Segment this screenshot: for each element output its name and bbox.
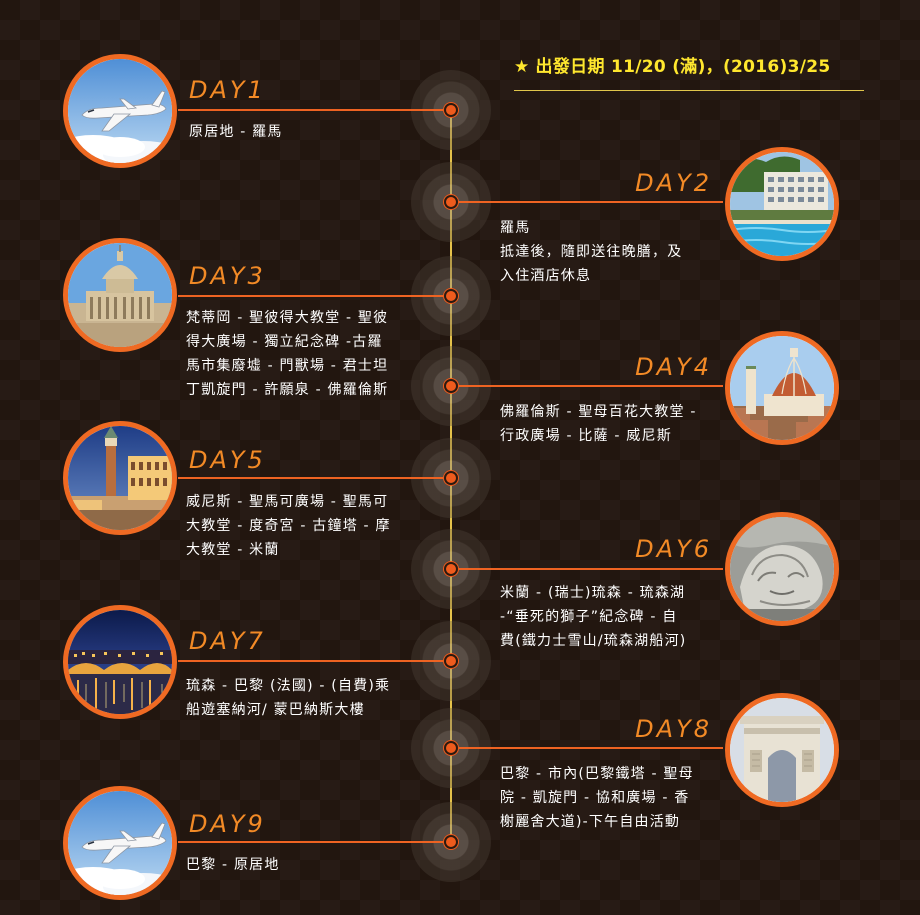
day-description: 羅馬 抵達後，隨即送往晚膳，及 入住酒店休息 xyxy=(500,220,683,284)
connector-day1 xyxy=(178,109,451,111)
day-description: 佛羅倫斯 - 聖母百花大教堂 - 行政廣場 - 比薩 - 威尼斯 xyxy=(500,404,697,444)
day-label: DAY2 xyxy=(635,169,712,197)
timeline-dot-day6 xyxy=(444,562,458,576)
lion-monument-photo xyxy=(725,512,839,626)
airplane-photo xyxy=(63,54,177,168)
timeline-dot-day9 xyxy=(444,835,458,849)
day-label: DAY5 xyxy=(189,446,266,474)
st-peters-basilica-photo xyxy=(63,238,177,352)
day-description: 巴黎 - 原居地 xyxy=(186,857,280,873)
arc-de-triomphe-photo xyxy=(725,693,839,807)
connector-day4 xyxy=(451,385,723,387)
day-description: 原居地 - 羅馬 xyxy=(189,124,283,140)
timeline-dot-day5 xyxy=(444,471,458,485)
venice-st-marks-photo xyxy=(63,421,177,535)
connector-day5 xyxy=(178,477,451,479)
connector-day9 xyxy=(178,841,451,843)
day-label: DAY4 xyxy=(635,353,712,381)
day-label: DAY9 xyxy=(189,810,266,838)
day-label: DAY8 xyxy=(635,715,712,743)
timeline-dot-day7 xyxy=(444,654,458,668)
departure-dates-header: ★出發日期 11/20 (滿)，(2016)3/25 xyxy=(514,52,864,90)
day-label: DAY3 xyxy=(189,262,266,290)
florence-duomo-photo xyxy=(725,331,839,445)
day-label: DAY7 xyxy=(189,627,266,655)
star-icon: ★ xyxy=(514,57,530,77)
connector-day7 xyxy=(178,660,451,662)
timeline-dot-day2 xyxy=(444,195,458,209)
day-description: 梵蒂岡 - 聖彼得大教堂 - 聖彼 得大廣場 - 獨立紀念碑 -古羅 馬市集廢墟… xyxy=(186,310,389,398)
departure-dates-text: 出發日期 11/20 (滿)，(2016)3/25 xyxy=(535,57,831,77)
hotel-pool-photo xyxy=(725,147,839,261)
connector-day6 xyxy=(451,568,723,570)
day-description: 米蘭 - (瑞士)琉森 - 琉森湖 -“垂死的獅子”紀念碑 - 自 費(鐵力士雪… xyxy=(500,585,687,649)
timeline-dot-day8 xyxy=(444,741,458,755)
day-description: 威尼斯 - 聖馬可廣場 - 聖馬可 大教堂 - 度奇宮 - 古鐘塔 - 摩 大教… xyxy=(186,494,391,558)
timeline-dot-day4 xyxy=(444,379,458,393)
airplane-photo xyxy=(63,786,177,900)
day-label: DAY6 xyxy=(635,535,712,563)
day-label: DAY1 xyxy=(189,76,266,104)
header-divider xyxy=(514,90,864,91)
day-description: 琉森 - 巴黎 (法國) - (自費)乘 船遊塞納河/ 蒙巴納斯大樓 xyxy=(186,678,391,718)
connector-day3 xyxy=(178,295,451,297)
timeline-dot-day3 xyxy=(444,289,458,303)
timeline-dot-day1 xyxy=(444,103,458,117)
connector-day2 xyxy=(451,201,723,203)
day-description: 巴黎 - 市內(巴黎鐵塔 - 聖母 院 - 凱旋門 - 協和廣場 - 香 榭麗舍… xyxy=(500,766,694,830)
paris-night-bridge-photo xyxy=(63,605,177,719)
connector-day8 xyxy=(451,747,723,749)
